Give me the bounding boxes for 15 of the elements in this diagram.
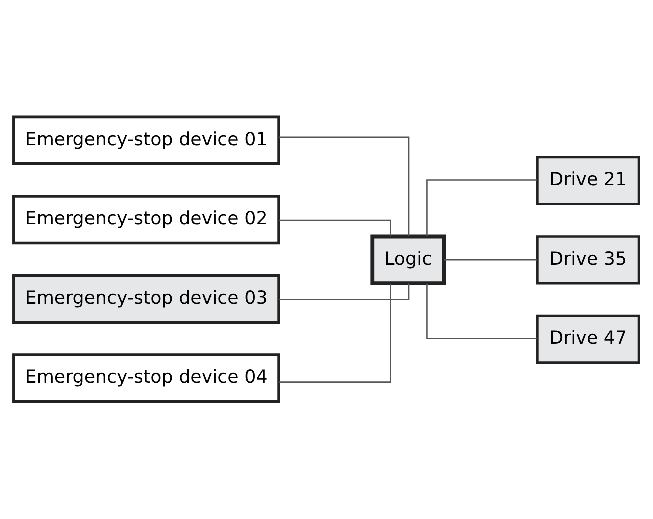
node-box: Drive 47 xyxy=(536,314,640,364)
connector xyxy=(426,284,538,340)
node-box: Drive 21 xyxy=(536,156,640,206)
connector xyxy=(279,220,392,237)
node-box: Logic xyxy=(370,234,446,286)
connector xyxy=(279,284,392,383)
node-box: Emergency-stop device 04 xyxy=(12,354,280,404)
connector xyxy=(444,260,538,261)
connector xyxy=(426,180,538,237)
node-box: Emergency-stop device 02 xyxy=(12,195,280,245)
connector xyxy=(279,136,410,236)
node-box: Emergency-stop device 03 xyxy=(12,274,280,324)
node-box: Drive 35 xyxy=(536,236,640,285)
connector xyxy=(279,284,410,300)
node-box: Emergency-stop device 01 xyxy=(12,116,280,166)
